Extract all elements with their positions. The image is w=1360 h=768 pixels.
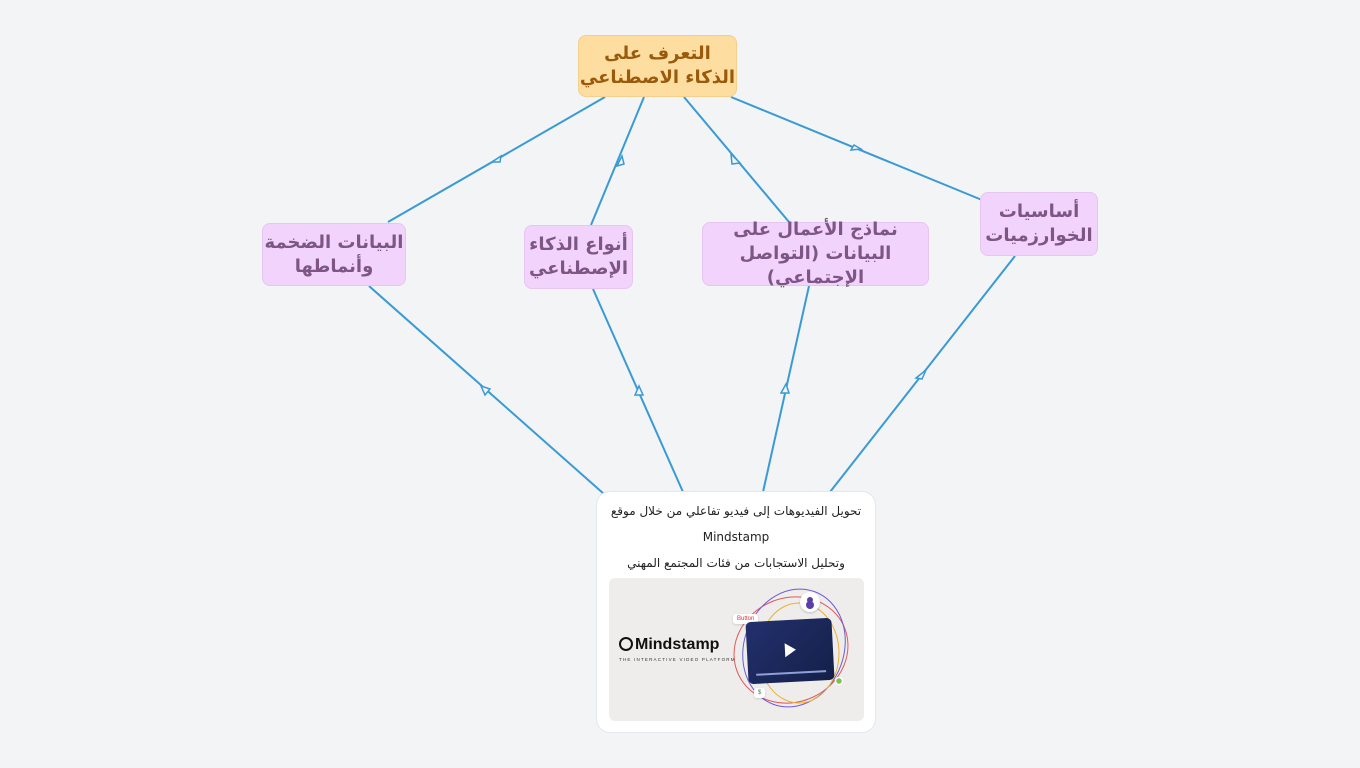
topic-node-label: أنواع الذكاء الإصطناعي [528,234,629,279]
arrow-head [914,369,927,380]
progress-bar [756,670,827,676]
arrow-head [489,154,503,163]
avatar-icon [800,592,820,612]
video-player-preview[interactable] [745,617,835,685]
root-node-label: التعرف على الذكاء الاصطناعي [579,43,736,88]
play-icon[interactable] [784,642,797,658]
button-chip: Button [733,614,759,624]
price-chip: $ [754,688,766,698]
activity-card[interactable]: تحويل الفيديوهات إلى فيديو تفاعلي من خلا… [596,491,876,733]
topic-node-bigdata[interactable]: البيانات الضخمة وأنماطها [262,223,406,286]
topic-node-label: البيانات الضخمة وأنماطها [264,231,404,277]
arrow-head [479,384,492,397]
card-line-1: تحويل الفيديوهات إلى فيديو تفاعلي من خلا… [610,504,862,518]
arrow-head [849,143,864,151]
arrow-head [730,151,742,165]
edge-root-types [590,96,645,226]
arrow-head [779,382,791,394]
topic-node-models[interactable]: نماذج الأعمال على البيانات (التواصل الإج… [702,219,929,288]
card-description: تحويل الفيديوهات إلى فيديو تفاعلي من خلا… [609,498,863,576]
topic-node-label: أساسيات الخوارزميات [985,201,1093,246]
arrow-head [615,153,625,168]
arrow-head [633,384,645,396]
video-thumbnail[interactable]: Mindstamp THE INTERACTIVE VIDEO PLATFORM… [609,578,864,721]
topic-node-label: نماذج الأعمال على البيانات (التواصل الإج… [733,219,898,288]
brand-tagline: THE INTERACTIVE VIDEO PLATFORM [619,657,736,662]
card-line-2: Mindstamp [702,530,770,544]
brand-wordmark: Mindstamp [619,636,719,654]
root-node[interactable]: التعرف على الذكاء الاصطناعي [578,35,737,97]
logo-icon [619,637,633,651]
card-line-3: وتحليل الاستجابات من فئات المجتمع المهني [627,556,845,570]
topic-node-algo[interactable]: أساسيات الخوارزميات [980,192,1098,256]
topic-node-types[interactable]: أنواع الذكاء الإصطناعي [524,225,633,289]
